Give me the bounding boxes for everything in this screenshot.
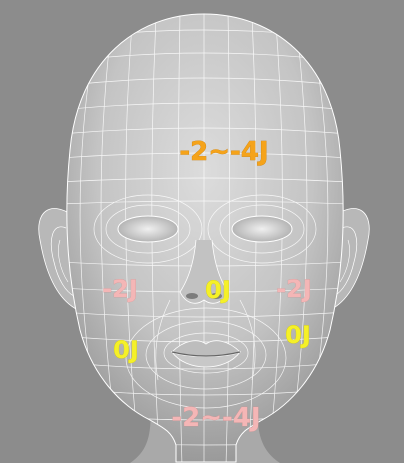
left-eye	[117, 215, 179, 243]
nose-label: 0J	[205, 276, 231, 304]
forehead-label: -2~-4J	[179, 137, 268, 167]
chin-label: -2~-4J	[171, 403, 260, 433]
mouth-left-label: 0J	[113, 336, 139, 364]
cheek-left-label: -2J	[102, 275, 138, 303]
mouth-right-label: 0J	[285, 321, 311, 349]
cheek-right-label: -2J	[276, 275, 312, 303]
nose	[179, 239, 229, 304]
lips	[170, 340, 242, 368]
head-mesh	[66, 13, 344, 463]
right-eye	[231, 215, 293, 243]
